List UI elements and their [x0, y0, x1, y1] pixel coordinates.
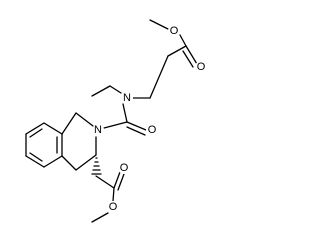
- atom-o-bottom-double: O: [118, 162, 130, 174]
- atom-n-ring: N: [92, 124, 104, 136]
- bond-benz-inner-3: [29, 128, 43, 138]
- bond-ring-n-c1: [75, 112, 94, 127]
- bond-benz-5: [25, 122, 45, 135]
- bond-benz-inner-2: [29, 152, 43, 162]
- atom-o-bottom-double-label: O: [120, 162, 129, 174]
- atom-label-layer: O O N O N O O: [92, 25, 207, 213]
- atom-o-top-double: O: [195, 61, 207, 73]
- atom-n-chain: N: [121, 92, 133, 104]
- bond-c3-c4: [75, 154, 97, 171]
- atom-o-top-single-label: O: [170, 25, 179, 37]
- bond-c4-c4a: [61, 155, 77, 171]
- bond-benz-2: [43, 155, 63, 168]
- atom-o-urea: O: [146, 124, 158, 136]
- bond-ester-bottom-double-a: [113, 171, 121, 189]
- atom-n-ring-label: N: [94, 124, 102, 136]
- bond-n-ethyl-ch2: [109, 85, 122, 94]
- bond-ester-bottom-double-b: [117, 173, 125, 191]
- bond-o-carbonyl-top: [179, 34, 187, 47]
- bond-carbonyl-double-top-b: [182, 50, 194, 68]
- atom-o-urea-label: O: [148, 124, 157, 136]
- bond-ethyl-ch2-ch3: [91, 85, 111, 97]
- bond-methyl-o-top: [149, 19, 169, 30]
- bond-urea-co-double-a: [126, 121, 147, 131]
- bond-benz-6: [43, 122, 63, 135]
- bond-n-chain-urea-c: [122, 103, 128, 123]
- bond-benz-3: [25, 155, 45, 168]
- atom-o-top-single: O: [168, 25, 180, 37]
- bond-urea-c-ring-n: [103, 121, 128, 129]
- bond-layer: [25, 19, 198, 223]
- bond-urea-co-double-b: [126, 126, 146, 136]
- chemical-structure: O O N O N O O: [25, 19, 207, 223]
- bond-carbonyl-ch2: [167, 45, 187, 57]
- atom-o-bottom-single-label: O: [109, 201, 118, 213]
- bond-c3-ester-c: [95, 175, 115, 189]
- bond-ester-bottom-o-ch3: [91, 212, 109, 223]
- atom-n-chain-label: N: [123, 92, 131, 104]
- atom-o-top-double-label: O: [197, 61, 206, 73]
- stereo-hash-bond: [91, 157, 102, 175]
- bond-c1-c8a: [61, 112, 77, 135]
- bond-carbonyl-double-top-a: [185, 45, 198, 65]
- atom-o-bottom-single: O: [107, 201, 119, 213]
- bond-ch2-ch2: [149, 55, 169, 99]
- bond-ester-bottom-c-o: [112, 187, 115, 202]
